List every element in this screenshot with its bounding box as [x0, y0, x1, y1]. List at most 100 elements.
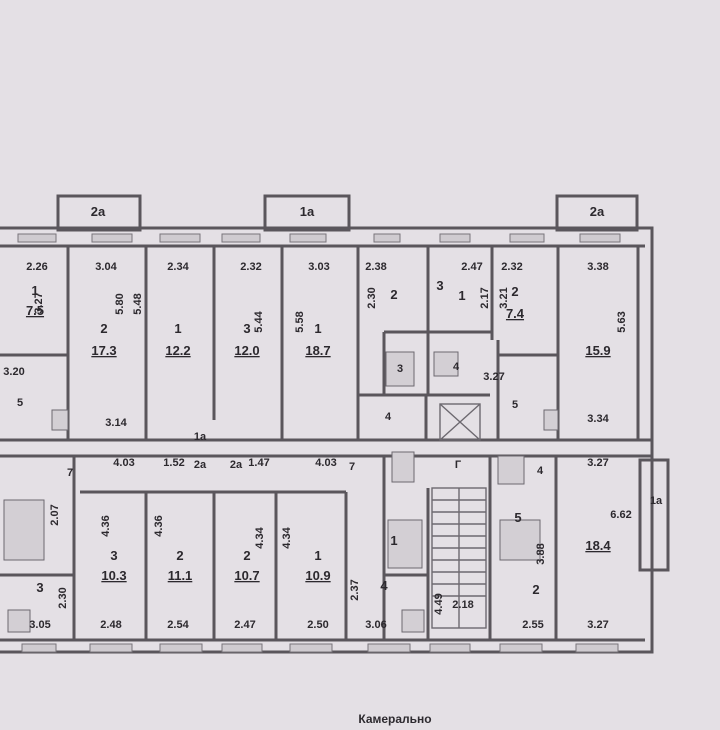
- room-dimension: 2.54: [167, 619, 189, 631]
- plan-label: 1.47: [248, 457, 269, 469]
- room-number: 2: [100, 321, 107, 336]
- bay-right: [555, 194, 639, 232]
- bay-label: 2а: [590, 204, 605, 219]
- bay-label: 1а: [300, 204, 315, 219]
- room-area: 12.2: [165, 343, 190, 358]
- bay-left: [56, 194, 142, 232]
- room-dimension: 3.04: [95, 261, 117, 273]
- plan-label: 7: [67, 467, 73, 479]
- plan-label: 3.27: [587, 457, 608, 469]
- room-dimension: 5.58: [294, 311, 306, 332]
- room-number: 1: [174, 321, 181, 336]
- plan-label: 4.03: [113, 457, 134, 469]
- plan-label: 4: [537, 465, 544, 477]
- room-number: 5: [514, 510, 521, 525]
- room-dimension: 3.27: [33, 292, 45, 313]
- room-dimension: 5.44: [253, 310, 265, 332]
- room-dimension: 2.32: [501, 261, 522, 273]
- bay-label: 2а: [91, 204, 106, 219]
- top-windows: [17, 233, 621, 243]
- plan-label: 4.03: [315, 457, 336, 469]
- room-area: 17.3: [91, 343, 116, 358]
- room-number: 1: [314, 548, 321, 563]
- room-dimension: 2.47: [234, 619, 255, 631]
- room-dimension: 5.63: [616, 311, 628, 332]
- room-area: 10.9: [305, 568, 330, 583]
- room-area: 10.7: [234, 568, 259, 583]
- room-number: 2: [390, 287, 397, 302]
- room-number: 1: [31, 283, 38, 298]
- plan-label: 5: [17, 397, 23, 409]
- room-dimension: 2.30: [366, 287, 378, 308]
- room-dimension: 5.80: [114, 293, 126, 314]
- room-dimension: 2.07: [49, 504, 61, 525]
- room-dimension: 2.34: [167, 261, 189, 273]
- room-dimension: 4.36: [100, 515, 112, 536]
- room-area: 7.5: [26, 303, 44, 318]
- room-area: 15.9: [585, 343, 610, 358]
- room-dimension: 3.06: [365, 619, 386, 631]
- plan-label: 3.27: [483, 371, 504, 383]
- room-area: 18.7: [305, 343, 330, 358]
- room-dimension: 2.17: [479, 287, 491, 308]
- room-dimension: 3.05: [29, 619, 50, 631]
- bay-side: [638, 458, 670, 572]
- room-dimension: 2.37: [349, 579, 361, 600]
- room-dimension: 5.48: [132, 293, 144, 314]
- room-dimension: 4.36: [153, 515, 165, 536]
- room-number: 1: [390, 533, 397, 548]
- plan-label: 1а: [194, 431, 207, 443]
- room-area: 12.0: [234, 343, 259, 358]
- room-dimension: 2.50: [307, 619, 328, 631]
- room-number: 3: [110, 548, 117, 563]
- room-area: 18.4: [585, 538, 611, 553]
- room-number: 1: [458, 288, 465, 303]
- plan-label: 5: [512, 399, 518, 411]
- top-partitions: [0, 246, 652, 442]
- room-dimension: 2.47: [461, 261, 482, 273]
- room-dimension: 4.34: [281, 526, 293, 548]
- plan-label: 6.62: [610, 509, 631, 521]
- bottom-partitions: [0, 454, 652, 640]
- room-dimension: 2.26: [26, 261, 47, 273]
- room-dimension: 2.18: [452, 599, 473, 611]
- room-dimension: 3.38: [587, 261, 608, 273]
- plan-label: 2а: [194, 459, 207, 471]
- room-number: 4: [380, 578, 388, 593]
- room-area: 7.4: [506, 306, 525, 321]
- room-number: 2: [176, 548, 183, 563]
- room-dimension: 2.38: [365, 261, 386, 273]
- room-dimension: 4.49: [433, 593, 445, 614]
- plan-label: 3.14: [105, 417, 127, 429]
- room-number: 3: [36, 580, 43, 595]
- plan-label: 4: [453, 361, 460, 373]
- plan-label: 7: [349, 461, 355, 473]
- room-dimension: 3.27: [587, 619, 608, 631]
- plan-caption: Камерально: [358, 712, 432, 726]
- room-number: 3: [243, 321, 250, 336]
- plan-label: 3: [397, 363, 403, 375]
- plan-label: 3.20: [3, 366, 24, 378]
- room-dimension: 3.03: [308, 261, 329, 273]
- stairwell: [431, 403, 487, 629]
- plan-label: Г: [455, 459, 462, 471]
- room-dimension: 3.21: [498, 287, 510, 308]
- room-number: 2: [511, 284, 518, 299]
- room-dimension: 3.88: [535, 543, 547, 564]
- room-area: 11.1: [168, 568, 193, 583]
- room-dimension: 2.32: [240, 261, 261, 273]
- room-number: 3: [436, 278, 443, 293]
- room-dimension: 2.48: [100, 619, 121, 631]
- plan-label: 4: [385, 411, 392, 423]
- fixtures: [3, 351, 559, 633]
- plan-label: 1а: [650, 495, 663, 507]
- room-number: 2: [243, 548, 250, 563]
- bottom-windows: [21, 643, 619, 653]
- room-area: 10.3: [101, 568, 126, 583]
- bay-center: [263, 194, 351, 232]
- room-dimension: 4.34: [254, 526, 266, 548]
- room-number: 1: [314, 321, 321, 336]
- plan-label: 2а: [230, 459, 243, 471]
- plan-label: 3.34: [587, 413, 609, 425]
